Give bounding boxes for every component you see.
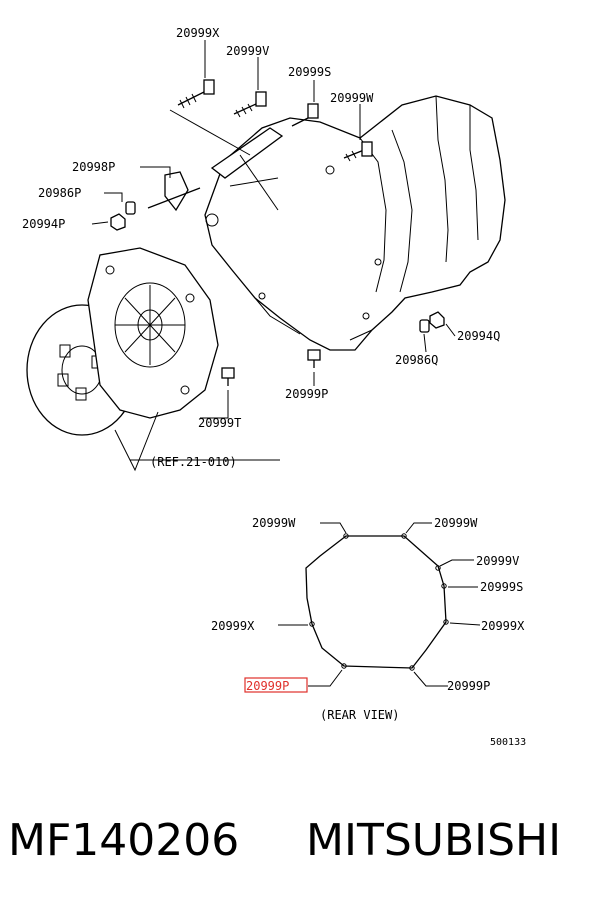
- rear-label-20999x-right: 20999X: [481, 619, 525, 633]
- transmission-housing: [204, 95, 506, 351]
- rear-view-outline: [305, 533, 449, 671]
- dowel-20986q: [419, 319, 430, 333]
- label-20999t: 20999T: [198, 416, 241, 430]
- rear-label-20999w-right: 20999W: [434, 516, 478, 530]
- upper-leader-lines: [91, 40, 456, 472]
- label-20999s: 20999S: [288, 65, 331, 79]
- label-20994q: 20994Q: [457, 329, 500, 343]
- label-20999p: 20999P: [285, 387, 328, 401]
- rear-view-caption: (REAR VIEW): [320, 708, 399, 722]
- label-20999v: 20999V: [226, 44, 269, 58]
- bolt-20999p: [307, 349, 321, 368]
- rear-label-20999s: 20999S: [480, 580, 523, 594]
- nut-20994p: [110, 213, 126, 231]
- label-20986q: 20986Q: [395, 353, 438, 367]
- bolt-20999w: [343, 141, 373, 162]
- diagram-code: 500133: [490, 737, 526, 748]
- brand-name: MITSUBISHI: [306, 815, 561, 866]
- rear-label-20999w-left: 20999W: [252, 516, 296, 530]
- rear-label-20999v: 20999V: [476, 554, 519, 568]
- label-ref-21-010: (REF.21-010): [150, 455, 237, 469]
- nut-20994q: [429, 311, 445, 329]
- front-bracket: [169, 109, 284, 211]
- highlighted-part-20999p[interactable]: 20999P: [244, 677, 308, 693]
- label-20994p: 20994P: [22, 217, 65, 231]
- rear-leader-lines: [278, 522, 481, 687]
- part-number: MF140206: [8, 815, 239, 866]
- rear-label-20999x-left: 20999X: [211, 619, 255, 633]
- label-20999w: 20999W: [330, 91, 374, 105]
- rear-label-20999p-right: 20999P: [447, 679, 490, 693]
- label-20999x: 20999X: [176, 26, 220, 40]
- label-20998p: 20998P: [72, 160, 115, 174]
- dowel-20986p: [125, 201, 136, 215]
- label-20986p: 20986P: [38, 186, 81, 200]
- pressure-plate: [87, 247, 219, 419]
- bolt-20999t: [221, 367, 235, 386]
- bolt-20999s: [291, 103, 319, 127]
- rear-label-20999p-left[interactable]: 20999P: [246, 679, 289, 693]
- stud-20998p: [147, 171, 201, 212]
- bolt-20999v: [233, 91, 267, 118]
- bolt-20999x: [177, 79, 215, 109]
